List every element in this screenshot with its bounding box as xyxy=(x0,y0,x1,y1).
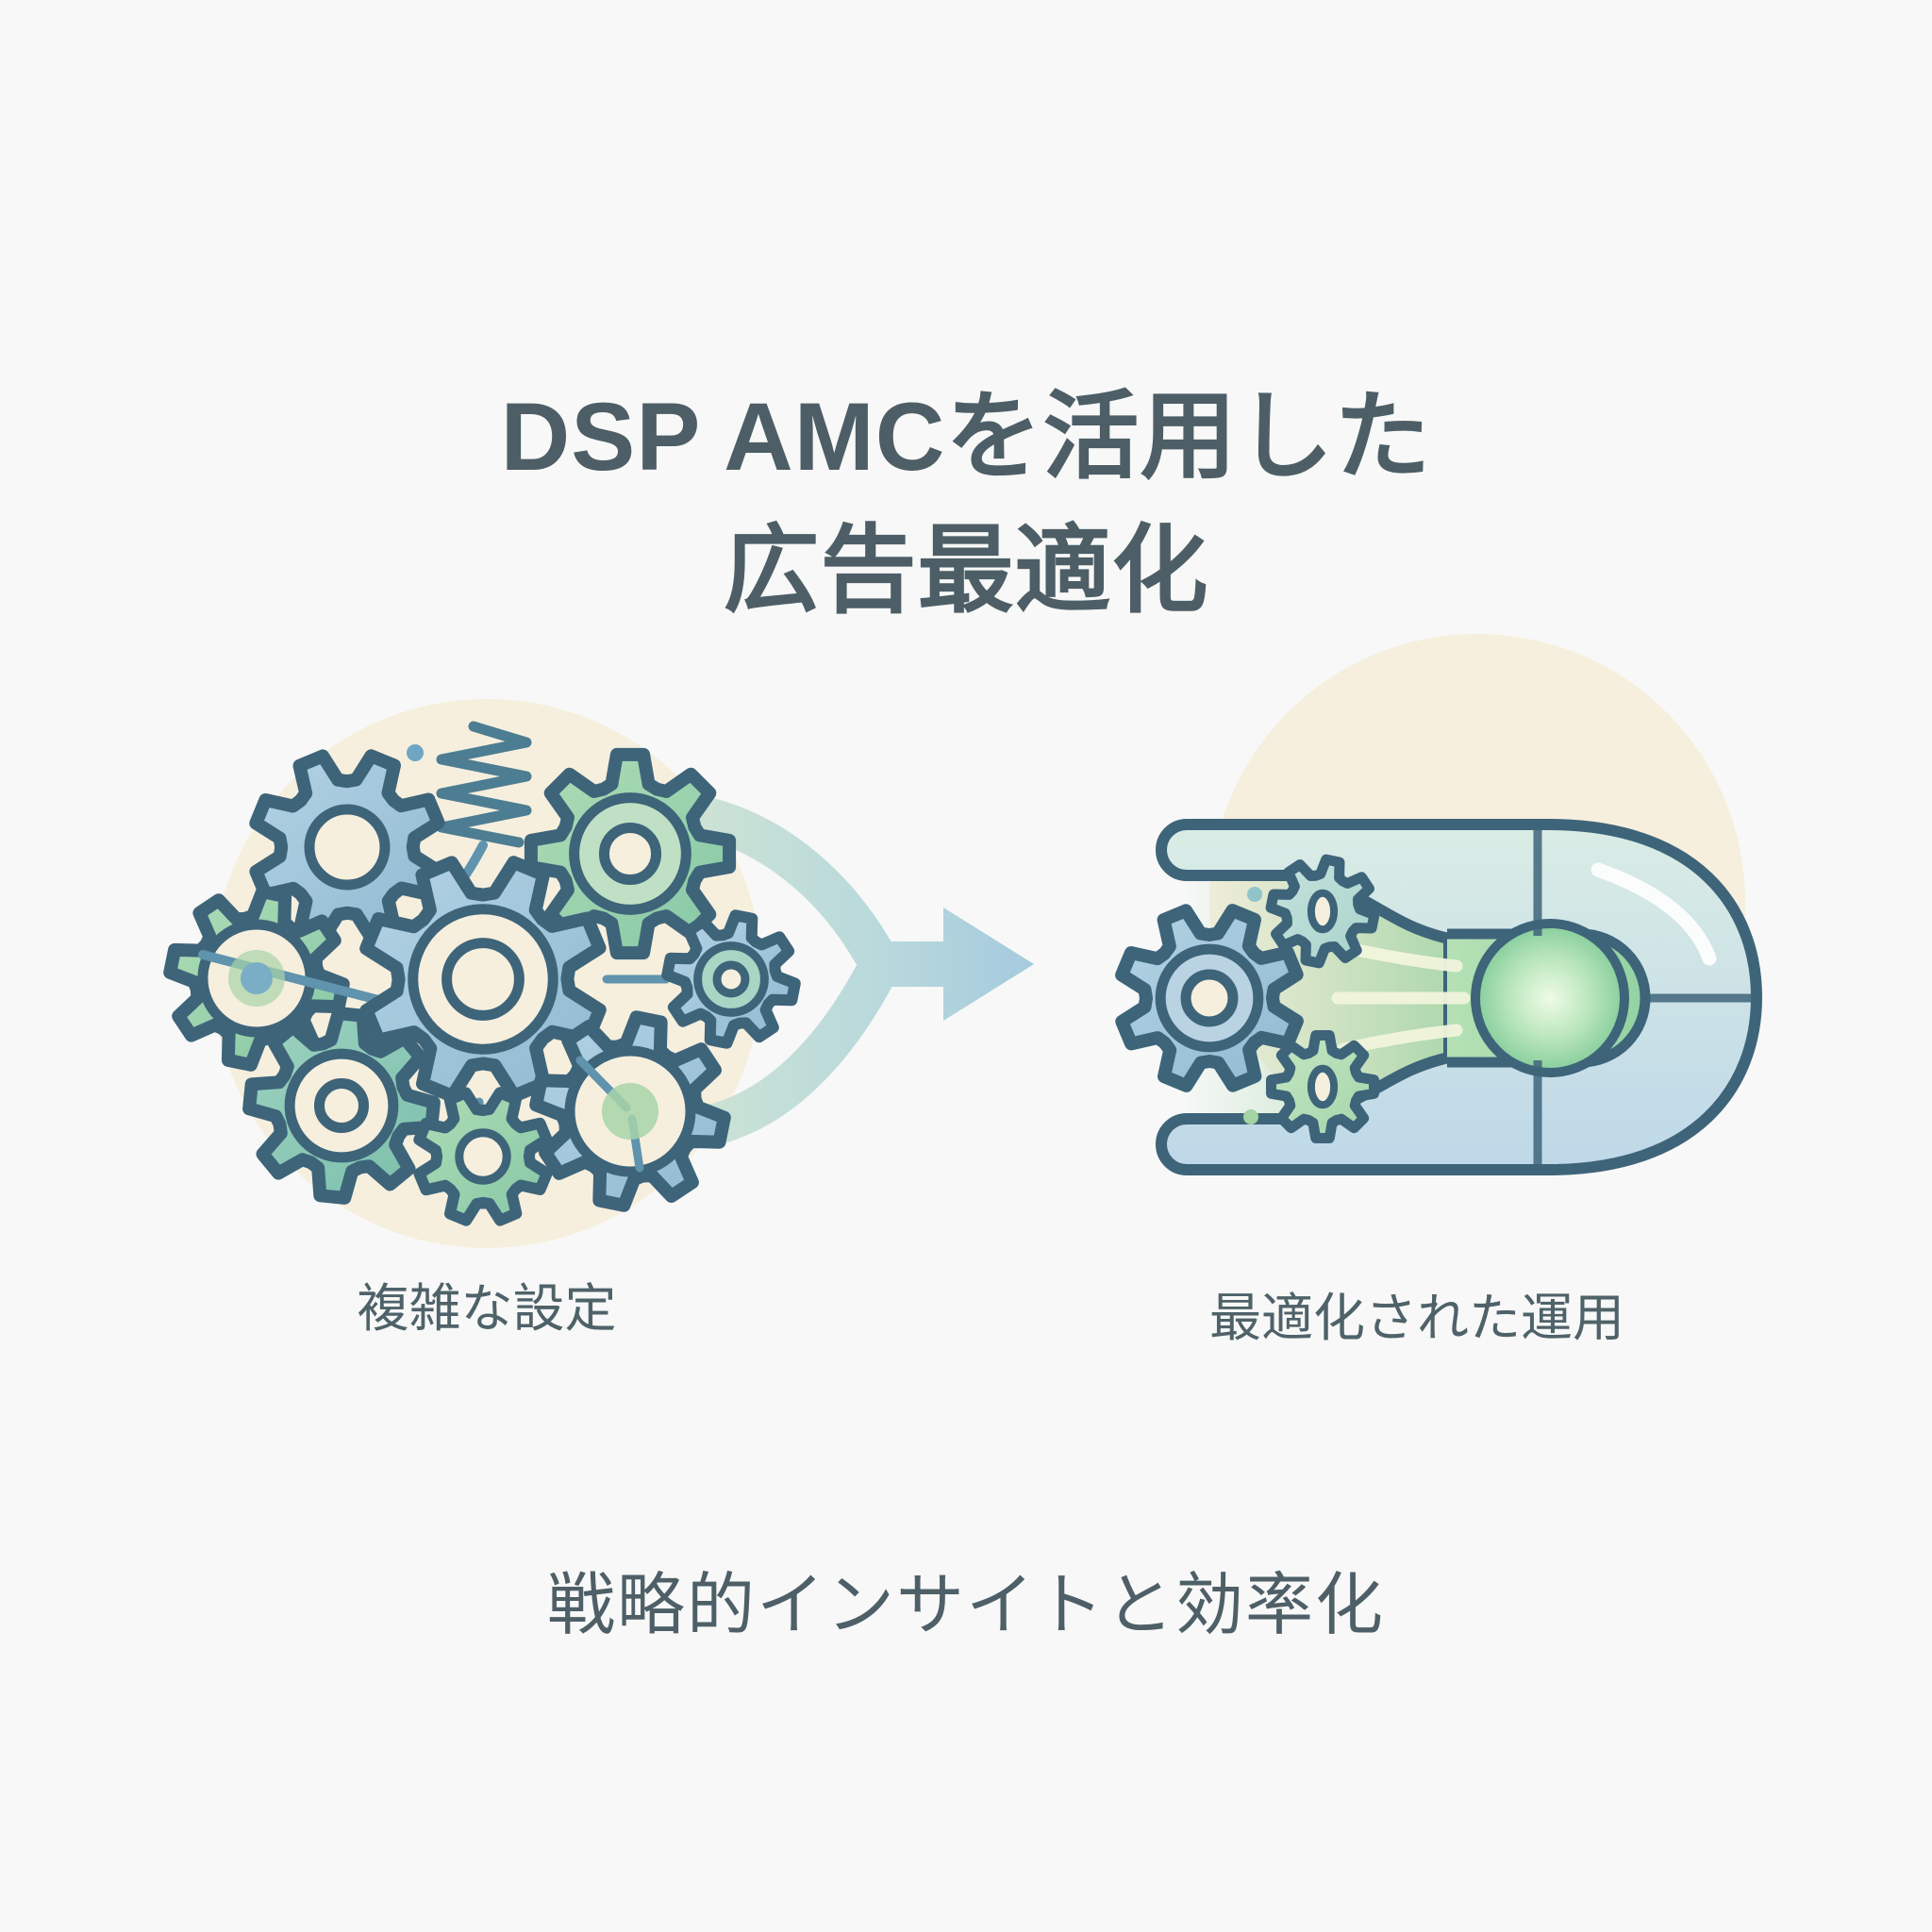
gears-layer xyxy=(163,747,1380,1226)
arrow-head xyxy=(943,908,1034,1021)
right-panel-label: 最適化された運用 xyxy=(1208,1289,1625,1347)
gear-icon xyxy=(529,1010,731,1212)
gear-icon xyxy=(1266,1030,1379,1143)
accent-dot-icon xyxy=(1243,1109,1258,1124)
title-line-1: DSP AMCを活用した xyxy=(500,383,1432,491)
gear-icon xyxy=(242,1007,441,1205)
accent-dot-icon xyxy=(407,744,424,761)
footer-caption: 戦略的インサイトと効率化 xyxy=(546,1568,1385,1643)
page-title: DSP AMCを活用した 広告最適化 xyxy=(0,370,1932,638)
glow-core-icon xyxy=(1471,919,1629,1077)
arrow-branch-top xyxy=(662,792,894,974)
shell-seam-lines xyxy=(1533,830,1751,1164)
gear-icon xyxy=(413,1087,553,1226)
gear-icon xyxy=(524,747,737,960)
accent-dot-icon xyxy=(1247,887,1262,902)
gear-icon xyxy=(1115,904,1304,1092)
gear-icon xyxy=(1265,854,1380,969)
spring-icon xyxy=(436,721,532,848)
gear-icon xyxy=(661,909,801,1049)
shell-gloss-highlight xyxy=(1591,862,1717,966)
title-line-2: 広告最適化 xyxy=(723,517,1209,625)
left-panel-label: 複雑な設定 xyxy=(357,1279,617,1338)
gear-icon xyxy=(359,856,607,1103)
